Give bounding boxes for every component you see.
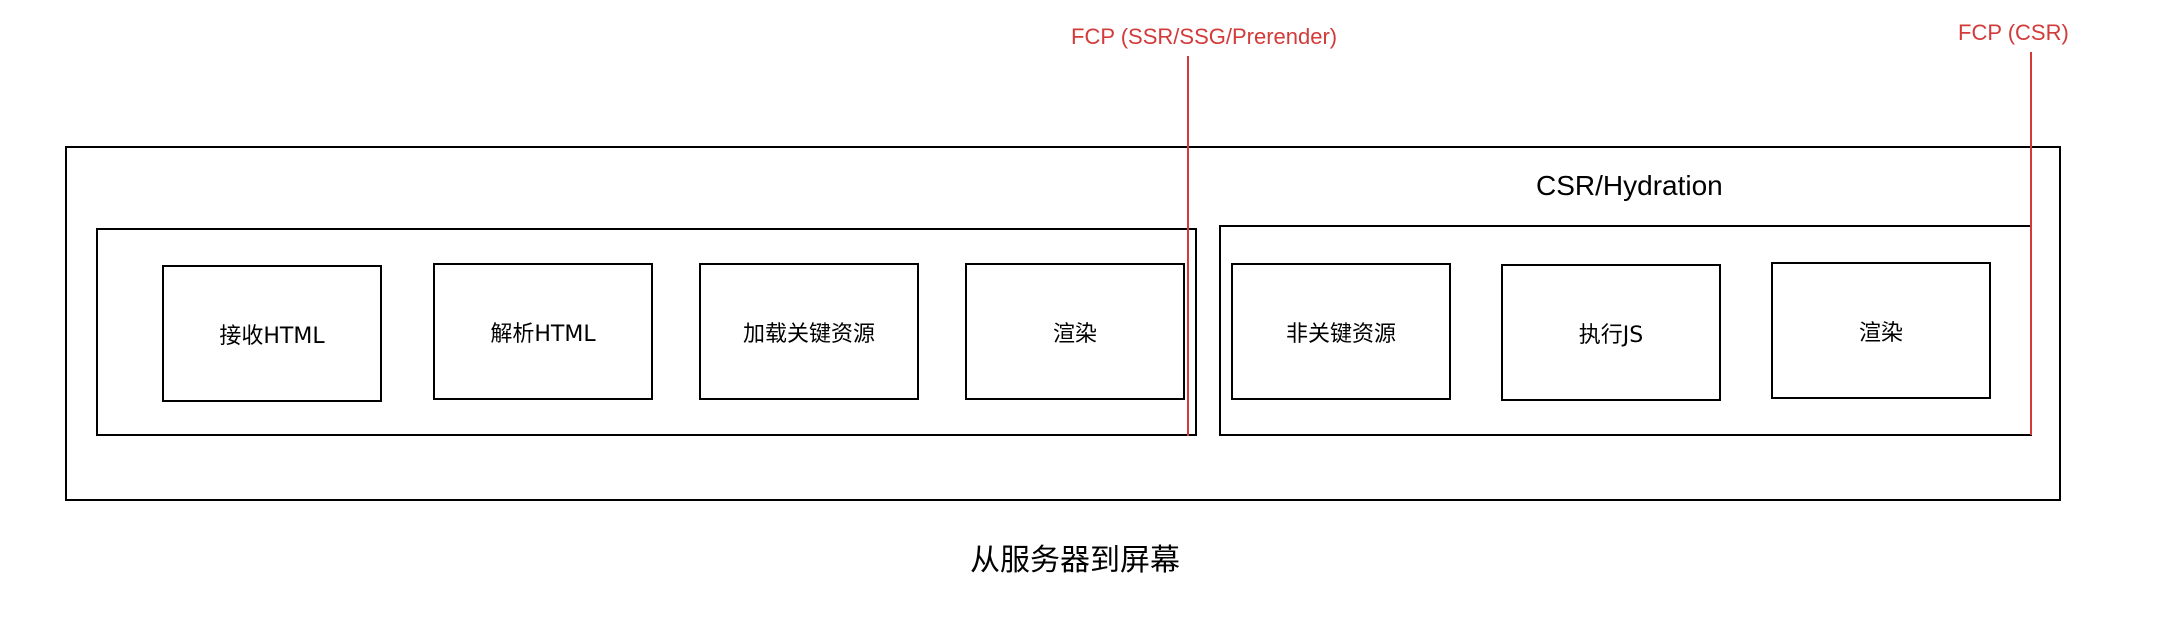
step-render-server: 渲染 — [965, 263, 1185, 400]
step-receive-html: 接收HTML — [162, 265, 382, 402]
fcp-ssr-line — [1187, 56, 1189, 436]
step-non-critical-resources: 非关键资源 — [1231, 263, 1451, 400]
diagram-caption: 从服务器到屏幕 — [970, 543, 1180, 578]
step-execute-js: 执行JS — [1501, 264, 1721, 401]
fcp-csr-label: FCP (CSR) — [1958, 20, 2069, 45]
step-parse-html: 解析HTML — [433, 263, 653, 400]
fcp-csr-line — [2030, 52, 2032, 435]
step-load-critical-resources: 加载关键资源 — [699, 263, 919, 400]
step-render-csr: 渲染 — [1771, 262, 1991, 399]
csr-hydration-title: CSR/Hydration — [1536, 170, 1723, 201]
fcp-ssr-label: FCP (SSR/SSG/Prerender) — [1071, 24, 1338, 49]
